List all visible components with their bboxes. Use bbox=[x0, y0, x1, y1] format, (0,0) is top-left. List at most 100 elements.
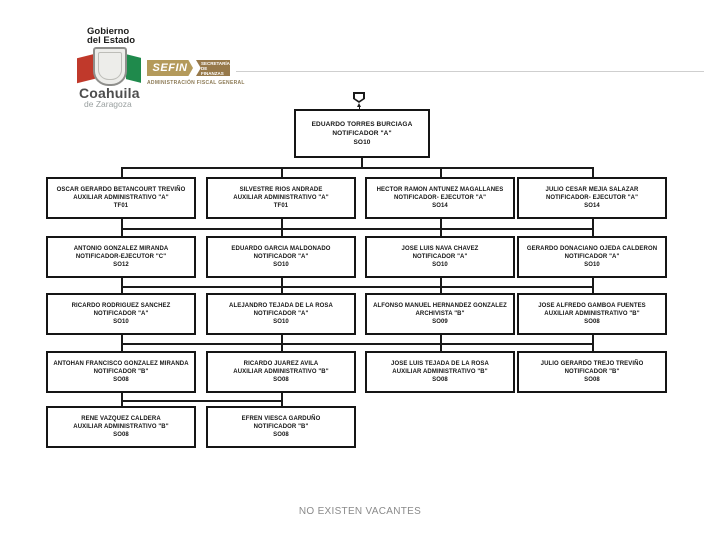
position-code: SO14 bbox=[584, 203, 600, 209]
org-box: ALFONSO MANUEL HERNANDEZ GONZALEZ ARCHIVI… bbox=[365, 293, 515, 335]
connector-line bbox=[440, 167, 442, 177]
position-code: SO08 bbox=[113, 377, 129, 383]
connector-line bbox=[281, 167, 283, 177]
employee-name: SILVESTRE RIOS ANDRADE bbox=[239, 187, 323, 193]
shield-fill bbox=[355, 94, 363, 101]
connector-line bbox=[281, 278, 283, 293]
connector-line bbox=[121, 167, 594, 169]
employee-name: RICARDO JUAREZ AVILA bbox=[243, 361, 319, 367]
org-box: JULIO CESAR MEJIA SALAZAR NOTIFICADOR- EJ… bbox=[517, 177, 667, 219]
position-code: SO08 bbox=[432, 377, 448, 383]
employee-name: JULIO GERARDO TREJO TREVIÑO bbox=[540, 361, 644, 367]
connector-line bbox=[121, 278, 123, 293]
position-title: NOTIFICADOR "A" bbox=[412, 254, 468, 260]
vacancy-note: NO EXISTEN VACANTES bbox=[298, 506, 422, 517]
coat-of-arms-icon bbox=[93, 47, 127, 86]
flag-green-ribbon bbox=[126, 54, 141, 83]
position-code: SO09 bbox=[432, 319, 448, 325]
connector-line bbox=[361, 158, 363, 167]
coat-of-arms-inner bbox=[98, 52, 122, 80]
position-code: SO08 bbox=[273, 432, 289, 438]
arrow-up-icon bbox=[356, 103, 361, 107]
connector-line bbox=[121, 167, 123, 177]
secretaria-de-finanzas-label: SECRETARÍA DE FINANZAS bbox=[196, 60, 230, 76]
position-title: AUXILIAR ADMINISTRATIVO "B" bbox=[392, 369, 488, 375]
zaragoza-label: de Zaragoza bbox=[84, 99, 132, 109]
shield-arrow-icon bbox=[353, 92, 365, 109]
gobierno-line1: Gobierno bbox=[87, 26, 130, 37]
position-title: ARCHIVISTA "B" bbox=[415, 311, 465, 317]
position-title: NOTIFICADOR "A" bbox=[93, 311, 149, 317]
org-box: JOSE LUIS TEJADA DE LA ROSA AUXILIAR ADMI… bbox=[365, 351, 515, 393]
employee-name: ANTONIO GONZALEZ MIRANDA bbox=[73, 246, 169, 252]
org-box: JOSE ALFREDO GAMBOA FUENTES AUXILIAR ADMI… bbox=[517, 293, 667, 335]
position-title: NOTIFICADOR "A" bbox=[253, 311, 309, 317]
position-code: SO10 bbox=[273, 319, 289, 325]
position-code: SO08 bbox=[113, 432, 129, 438]
position-code: SO12 bbox=[113, 262, 129, 268]
position-title: AUXILIAR ADMINISTRATIVO "B" bbox=[544, 311, 640, 317]
header-divider bbox=[236, 71, 704, 72]
org-box: RICARDO JUAREZ AVILA AUXILIAR ADMINISTRAT… bbox=[206, 351, 356, 393]
position-code: TF01 bbox=[113, 203, 129, 209]
connector-line bbox=[121, 286, 594, 288]
connector-line bbox=[121, 343, 594, 345]
coahuila-label: Coahuila bbox=[79, 85, 140, 101]
sefin-logo: SEFIN bbox=[147, 60, 193, 76]
position-title: NOTIFICADOR "B" bbox=[93, 369, 149, 375]
employee-name: RENE VAZQUEZ CALDERA bbox=[81, 416, 161, 422]
position-title: NOTIFICADOR "A" bbox=[564, 254, 620, 260]
employee-name: OSCAR GERARDO BETANCOURT TREVIÑO bbox=[56, 187, 186, 193]
position-title: NOTIFICADOR "A" bbox=[332, 130, 392, 137]
arrow-stem bbox=[358, 106, 360, 109]
org-box: RICARDO RODRIGUEZ SANCHEZ NOTIFICADOR "A"… bbox=[46, 293, 196, 335]
connector-line bbox=[281, 393, 283, 406]
connector-line bbox=[592, 167, 594, 177]
org-box: GERARDO DONACIANO OJEDA CALDERON NOTIFICA… bbox=[517, 236, 667, 278]
position-code: SO10 bbox=[353, 139, 371, 146]
position-code: TF01 bbox=[273, 203, 289, 209]
connector-line bbox=[121, 228, 594, 230]
org-box: OSCAR GERARDO BETANCOURT TREVIÑO AUXILIAR… bbox=[46, 177, 196, 219]
employee-name: JOSE LUIS NAVA CHAVEZ bbox=[401, 246, 479, 252]
employee-name: GERARDO DONACIANO OJEDA CALDERON bbox=[526, 246, 658, 252]
connector-line bbox=[121, 219, 123, 236]
position-title: NOTIFICADOR- EJECUTOR "A" bbox=[393, 195, 487, 201]
administracion-fiscal-general-label: ADMINISTRACIÓN FISCAL GENERAL bbox=[147, 80, 245, 86]
connector-line bbox=[440, 335, 442, 351]
position-code: SO08 bbox=[584, 319, 600, 325]
gobierno-del-estado-label: Gobierno del Estado bbox=[87, 26, 136, 46]
employee-name: JOSE ALFREDO GAMBOA FUENTES bbox=[538, 303, 646, 309]
position-code: SO10 bbox=[113, 319, 129, 325]
employee-name: JULIO CESAR MEJIA SALAZAR bbox=[545, 187, 639, 193]
connector-line bbox=[592, 335, 594, 351]
position-title: AUXILIAR ADMINISTRATIVO "A" bbox=[73, 195, 169, 201]
position-code: SO08 bbox=[273, 377, 289, 383]
org-box: ANTOHAN FRANCISCO GONZALEZ MIRANDA NOTIFI… bbox=[46, 351, 196, 393]
position-title: NOTIFICADOR-EJECUTOR "C" bbox=[75, 254, 167, 260]
position-code: SO10 bbox=[584, 262, 600, 268]
position-title: AUXILIAR ADMINISTRATIVO "A" bbox=[233, 195, 329, 201]
position-title: NOTIFICADOR "B" bbox=[253, 424, 309, 430]
employee-name: ANTOHAN FRANCISCO GONZALEZ MIRANDA bbox=[53, 361, 189, 367]
secretaria-line2: DE FINANZAS bbox=[201, 65, 224, 76]
gobierno-line2: del Estado bbox=[87, 35, 136, 46]
employee-name: JOSE LUIS TEJADA DE LA ROSA bbox=[391, 361, 489, 367]
employee-name: ALFONSO MANUEL HERNANDEZ GONZALEZ bbox=[373, 303, 507, 309]
position-title: AUXILIAR ADMINISTRATIVO "B" bbox=[233, 369, 329, 375]
position-title: NOTIFICADOR- EJECUTOR "A" bbox=[545, 195, 639, 201]
org-box: SILVESTRE RIOS ANDRADE AUXILIAR ADMINISTR… bbox=[206, 177, 356, 219]
employee-name: RICARDO RODRIGUEZ SANCHEZ bbox=[71, 303, 171, 309]
connector-line bbox=[121, 400, 283, 402]
connector-line bbox=[281, 219, 283, 236]
position-code: SO14 bbox=[432, 203, 448, 209]
position-code: SO10 bbox=[432, 262, 448, 268]
employee-name: EDUARDO GARCIA MALDONADO bbox=[231, 246, 331, 252]
connector-line bbox=[440, 278, 442, 293]
